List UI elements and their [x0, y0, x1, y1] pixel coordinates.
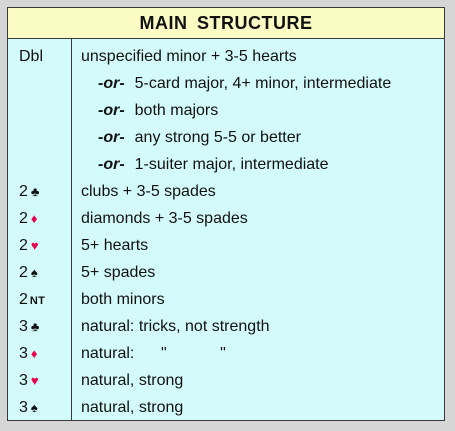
bid-cell: 3♦: [8, 340, 71, 367]
meaning-cell: natural, strong: [81, 399, 184, 416]
column-divider: [71, 39, 72, 420]
table-row-3-spades: 3♠ natural, strong: [8, 394, 444, 421]
table-row-alternative: -or-any strong 5-5 or better: [8, 124, 444, 151]
table-row-alternative: -or- 1-suiter major, intermediate: [8, 151, 444, 178]
meaning-cell: -or-both majors: [98, 97, 218, 124]
or-label: -or-: [98, 156, 125, 173]
bid-cell: 2♠: [8, 259, 71, 286]
bid-level: 3: [19, 318, 28, 335]
meaning-cell: 5+ hearts: [81, 237, 149, 254]
meaning-cell: -or-any strong 5-5 or better: [98, 124, 301, 151]
bid-cell: 2♣: [8, 178, 71, 205]
table-row-dbl: Dbl unspecified minor + 3-5 hearts: [8, 43, 444, 70]
spade-suit-icon: ♠: [30, 400, 38, 415]
bid-level: 2: [19, 183, 28, 200]
bid-cell: 2♥: [8, 232, 71, 259]
or-label: -or-: [98, 129, 125, 146]
bid-level: 3: [19, 372, 28, 389]
bid-cell: 3♠: [8, 394, 71, 421]
spade-suit-icon: ♠: [30, 265, 38, 280]
meaning-cell: clubs + 3-5 spades: [81, 183, 216, 200]
bid-cell: 3♥: [8, 367, 71, 394]
table-row-2-diamonds: 2♦ diamonds + 3-5 spades: [8, 205, 444, 232]
alternative-text: any strong 5-5 or better: [134, 129, 301, 146]
table-row-3-hearts: 3♥ natural, strong: [8, 367, 444, 394]
alternative-text: both majors: [134, 102, 219, 119]
heart-suit-icon: ♥: [30, 373, 39, 388]
bid-cell: 2♦: [8, 205, 71, 232]
meaning-cell: natural: " ": [81, 345, 226, 362]
table-row-alternative: -or-both majors: [8, 97, 444, 124]
diamond-suit-icon: ♦: [30, 211, 38, 226]
bid-level: 3: [19, 399, 28, 416]
meaning-cell: -or- 1-suiter major, intermediate: [98, 151, 329, 178]
table-row-alternative: -or- 5-card major, 4+ minor, intermediate: [8, 70, 444, 97]
bid-cell: Dbl: [8, 43, 71, 70]
bid-level: 2: [19, 210, 28, 227]
alternative-text: 5-card major, 4+ minor, intermediate: [134, 75, 392, 92]
meaning-cell: unspecified minor + 3-5 hearts: [81, 48, 297, 65]
meaning-cell: diamonds + 3-5 spades: [81, 210, 248, 227]
diamond-suit-icon: ♦: [30, 346, 38, 361]
club-suit-icon: ♣: [30, 319, 40, 334]
table-row-3-diamonds: 3♦ natural: " ": [8, 340, 444, 367]
table-row-3-clubs: 3♣ natural: tricks, not strength: [8, 313, 444, 340]
bid-level: 2: [19, 237, 28, 254]
meaning-cell: natural, strong: [81, 372, 184, 389]
club-suit-icon: ♣: [30, 184, 40, 199]
table-row-2-hearts: 2♥ 5+ hearts: [8, 232, 444, 259]
or-label: -or-: [98, 102, 125, 119]
notrump-label: NT: [29, 295, 46, 307]
main-structure-table: MAIN STRUCTURE Dbl unspecified minor + 3…: [7, 7, 445, 421]
meaning-cell: 5+ spades: [81, 264, 156, 281]
table-row-2-spades: 2♠ 5+ spades: [8, 259, 444, 286]
bid-label: Dbl: [19, 48, 44, 65]
bid-cell: 3♣: [8, 313, 71, 340]
table-row-2-clubs: 2♣ clubs + 3-5 spades: [8, 178, 444, 205]
meaning-cell: both minors: [81, 291, 165, 308]
bid-level: 2: [19, 264, 28, 281]
table-title: MAIN STRUCTURE: [8, 8, 444, 39]
heart-suit-icon: ♥: [30, 238, 39, 253]
or-label: -or-: [98, 75, 125, 92]
bid-level: 3: [19, 345, 28, 362]
bid-level: 2: [19, 291, 28, 308]
alternative-text: 1-suiter major, intermediate: [134, 156, 329, 173]
meaning-cell: natural: tricks, not strength: [81, 318, 270, 335]
meaning-cell: -or- 5-card major, 4+ minor, intermediate: [98, 70, 391, 97]
